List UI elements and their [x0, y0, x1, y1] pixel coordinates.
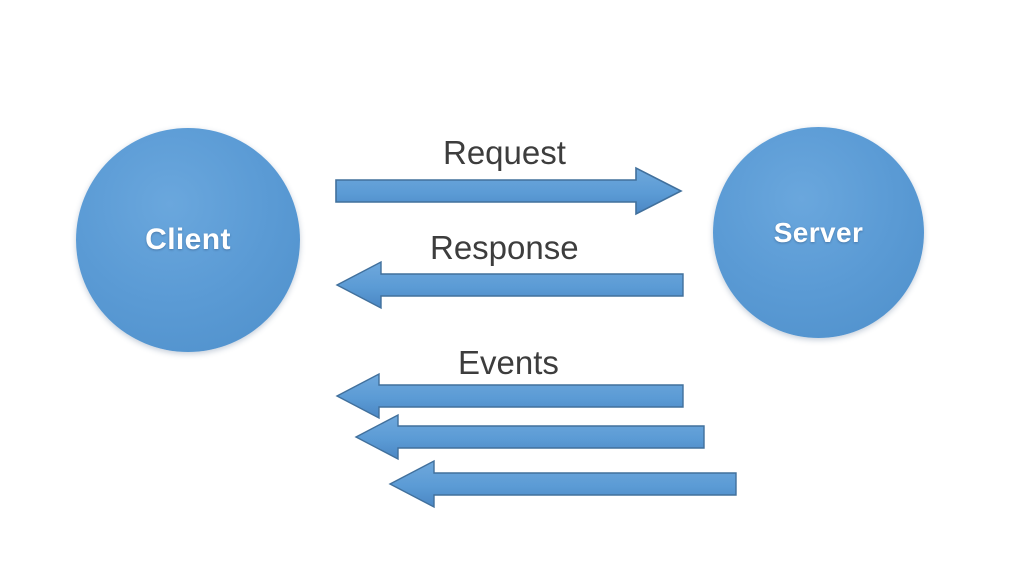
arrow-event-3[interactable] [384, 456, 742, 512]
node-server-label: Server [773, 216, 864, 248]
node-server[interactable]: Server [713, 127, 924, 338]
arrow-label-request: Request [443, 134, 566, 171]
arrow-response[interactable] [331, 258, 689, 312]
arrow-event-2-shape [354, 413, 705, 461]
node-client[interactable]: Client [76, 128, 300, 352]
arrow-event-1[interactable] [331, 370, 689, 422]
arrow-event-3-shape [388, 459, 737, 509]
arrow-event-1-shape [335, 372, 684, 420]
arrow-label-events: Events [458, 344, 559, 381]
arrow-event-2[interactable] [350, 411, 710, 463]
arrow-request-shape [335, 166, 683, 216]
arrow-response-shape [335, 260, 684, 310]
node-client-label: Client [145, 223, 231, 256]
arrow-request[interactable] [330, 164, 688, 218]
arrow-label-response: Response [430, 229, 579, 266]
